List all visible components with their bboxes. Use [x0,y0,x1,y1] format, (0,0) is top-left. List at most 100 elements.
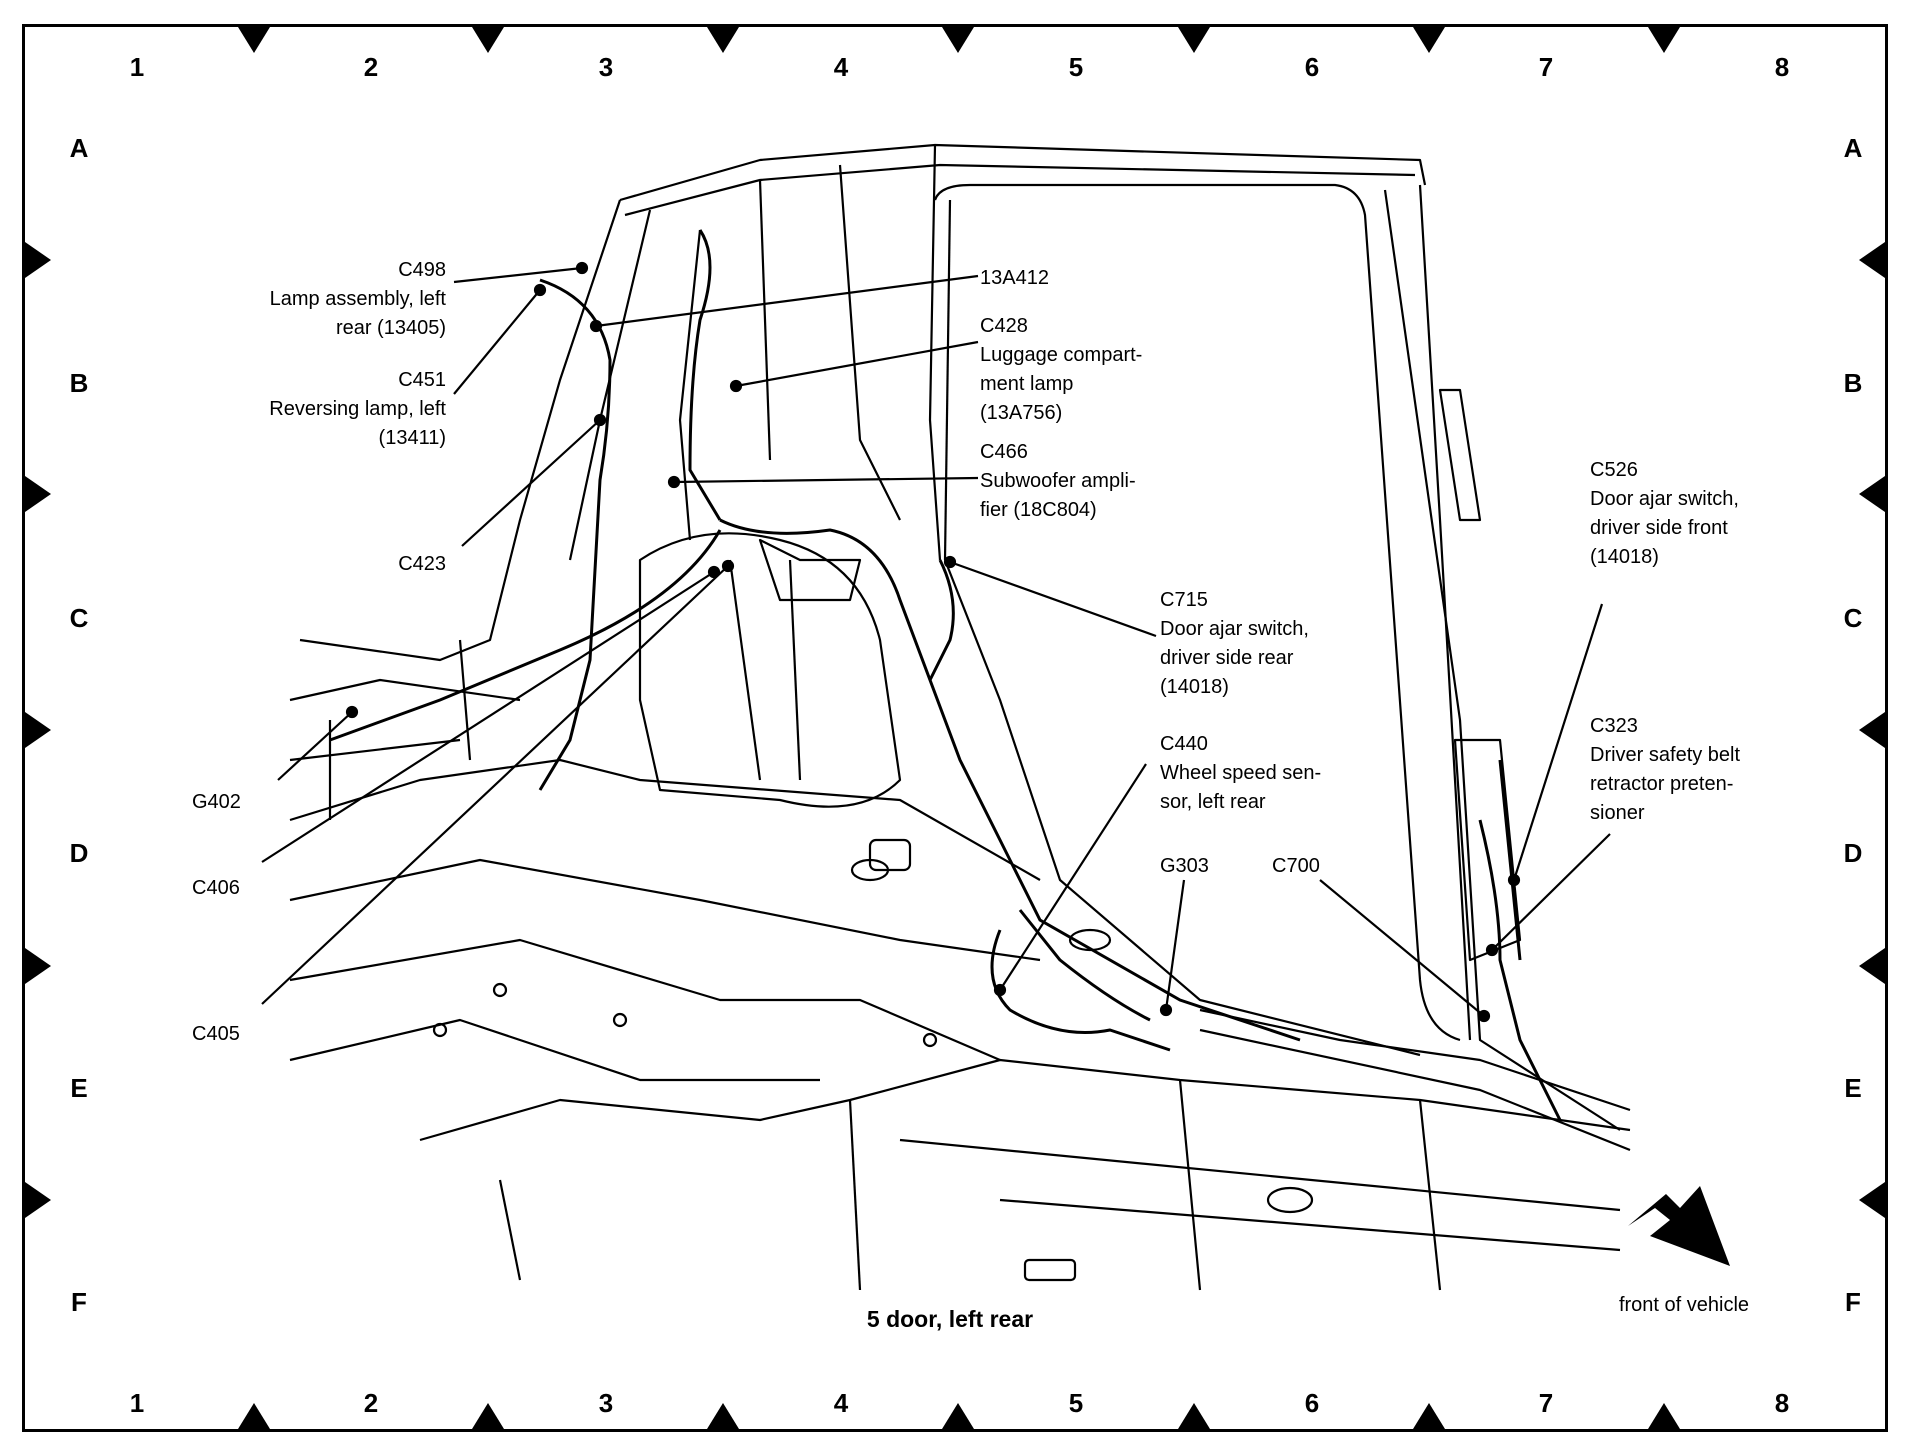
leader-line [277,711,353,781]
callout-text: driver side rear [1160,647,1294,669]
grid-row-label: F [71,1287,87,1317]
grid-marker [1859,948,1885,984]
grid-column-label: 3 [598,52,614,82]
leader-line [261,565,729,1005]
leader-line [949,560,1157,638]
grid-marker [25,1182,51,1218]
connector-id: C451 [398,369,446,391]
leader-line [1319,879,1485,1017]
connector-id: C423 [398,553,446,575]
grid-row-label: B [1843,368,1863,398]
grid-column-label: 6 [1304,1388,1320,1418]
callout-c451: C451 Reversing lamp, left (13411) [200,366,446,453]
grid-column-label: 8 [1774,52,1790,82]
grid-row-label: D [1843,838,1863,868]
connector-point [589,319,603,333]
grid-column-label: 4 [833,1388,849,1418]
callout-c715: C715 Door ajar switch, driver side rear … [1160,586,1309,702]
grid-column-label: 2 [363,52,379,82]
leader-line [673,476,979,484]
grid-column-label: 5 [1068,52,1084,82]
connector-id: C323 [1590,715,1638,737]
connector-id: 13A412 [980,267,1049,289]
grid-row-label: F [1845,1287,1861,1317]
callout-text: (14018) [1160,676,1229,698]
connector-id: C428 [980,315,1028,337]
callout-g402: G402 [192,788,241,817]
grid-marker [1859,242,1885,278]
callout-text: Driver safety belt [1590,744,1741,766]
grid-column-label: 1 [129,52,145,82]
grid-marker [1178,1403,1210,1429]
connector-point [721,559,735,573]
leader-line [999,763,1147,991]
front-direction-arrow [1628,1186,1730,1266]
leader-line [735,340,979,388]
connector-point [667,475,681,489]
connector-point [707,565,721,579]
grid-marker [1859,476,1885,512]
callout-text: Lamp assembly, left [269,288,446,310]
connector-point [1507,873,1521,887]
grid-marker [707,1403,739,1429]
connector-id: C526 [1590,459,1638,481]
connector-id: C406 [192,877,240,899]
connector-id: C440 [1160,733,1208,755]
grid-marker [25,712,51,748]
connector-point [943,555,957,569]
callout-c700: C700 [1272,852,1320,881]
grid-marker [1859,712,1885,748]
grid-column-label: 5 [1068,1388,1084,1418]
leader-line [1491,833,1611,951]
connector-point [993,983,1007,997]
leader-line [453,266,583,284]
leader-line [1164,879,1186,1011]
callout-text: sor, left rear [1160,791,1266,813]
connector-point [1477,1009,1491,1023]
leader-line [261,571,715,863]
connector-point [533,283,547,297]
callout-text: sioner [1590,802,1645,824]
connector-point [575,261,589,275]
grid-marker [25,948,51,984]
connector-id: C498 [398,259,446,281]
grid-marker [942,1403,974,1429]
connector-id: C715 [1160,589,1208,611]
callout-leader-lines [261,261,1611,1023]
grid-markers [25,27,1885,1429]
callout-g303: G303 [1160,852,1209,881]
ground-id: G402 [192,791,241,813]
front-of-vehicle-label: front of vehicle [1618,1294,1750,1316]
grid-marker [25,476,51,512]
vehicle-body-outline [289,143,1631,1291]
callout-text: Subwoofer ampli- [980,470,1136,492]
grid-row-label: A [69,133,89,163]
grid-column-label: 1 [129,1388,145,1418]
grid-column-label: 4 [833,52,849,82]
grid-row-label: C [1843,603,1863,633]
grid-column-label: 6 [1304,52,1320,82]
callout-text: driver side front [1590,517,1728,539]
grid-row-label: E [70,1073,88,1103]
grid-marker [472,1403,504,1429]
connector-id: C405 [192,1023,240,1045]
leader-line [595,274,979,328]
drawing-caption: 5 door, left rear [866,1306,1034,1332]
callout-c428: C428 Luggage compart- ment lamp (13A756) [980,312,1142,428]
callout-text: (13A756) [980,402,1063,424]
callout-13a412: 13A412 [980,264,1049,293]
callout-c440: C440 Wheel speed sen- sor, left rear [1160,730,1321,817]
callout-text: Luggage compart- [980,344,1143,366]
leader-line [453,289,541,395]
grid-marker [238,27,270,53]
grid-row-label: A [1843,133,1863,163]
callout-c405: C405 [192,1020,240,1049]
grid-marker [1413,1403,1445,1429]
callout-text: Reversing lamp, left [269,398,446,420]
grid-row-label: B [69,368,89,398]
callout-c406: C406 [192,874,240,903]
grid-marker [25,242,51,278]
leader-line [1512,603,1604,881]
grid-row-label: C [69,603,89,633]
